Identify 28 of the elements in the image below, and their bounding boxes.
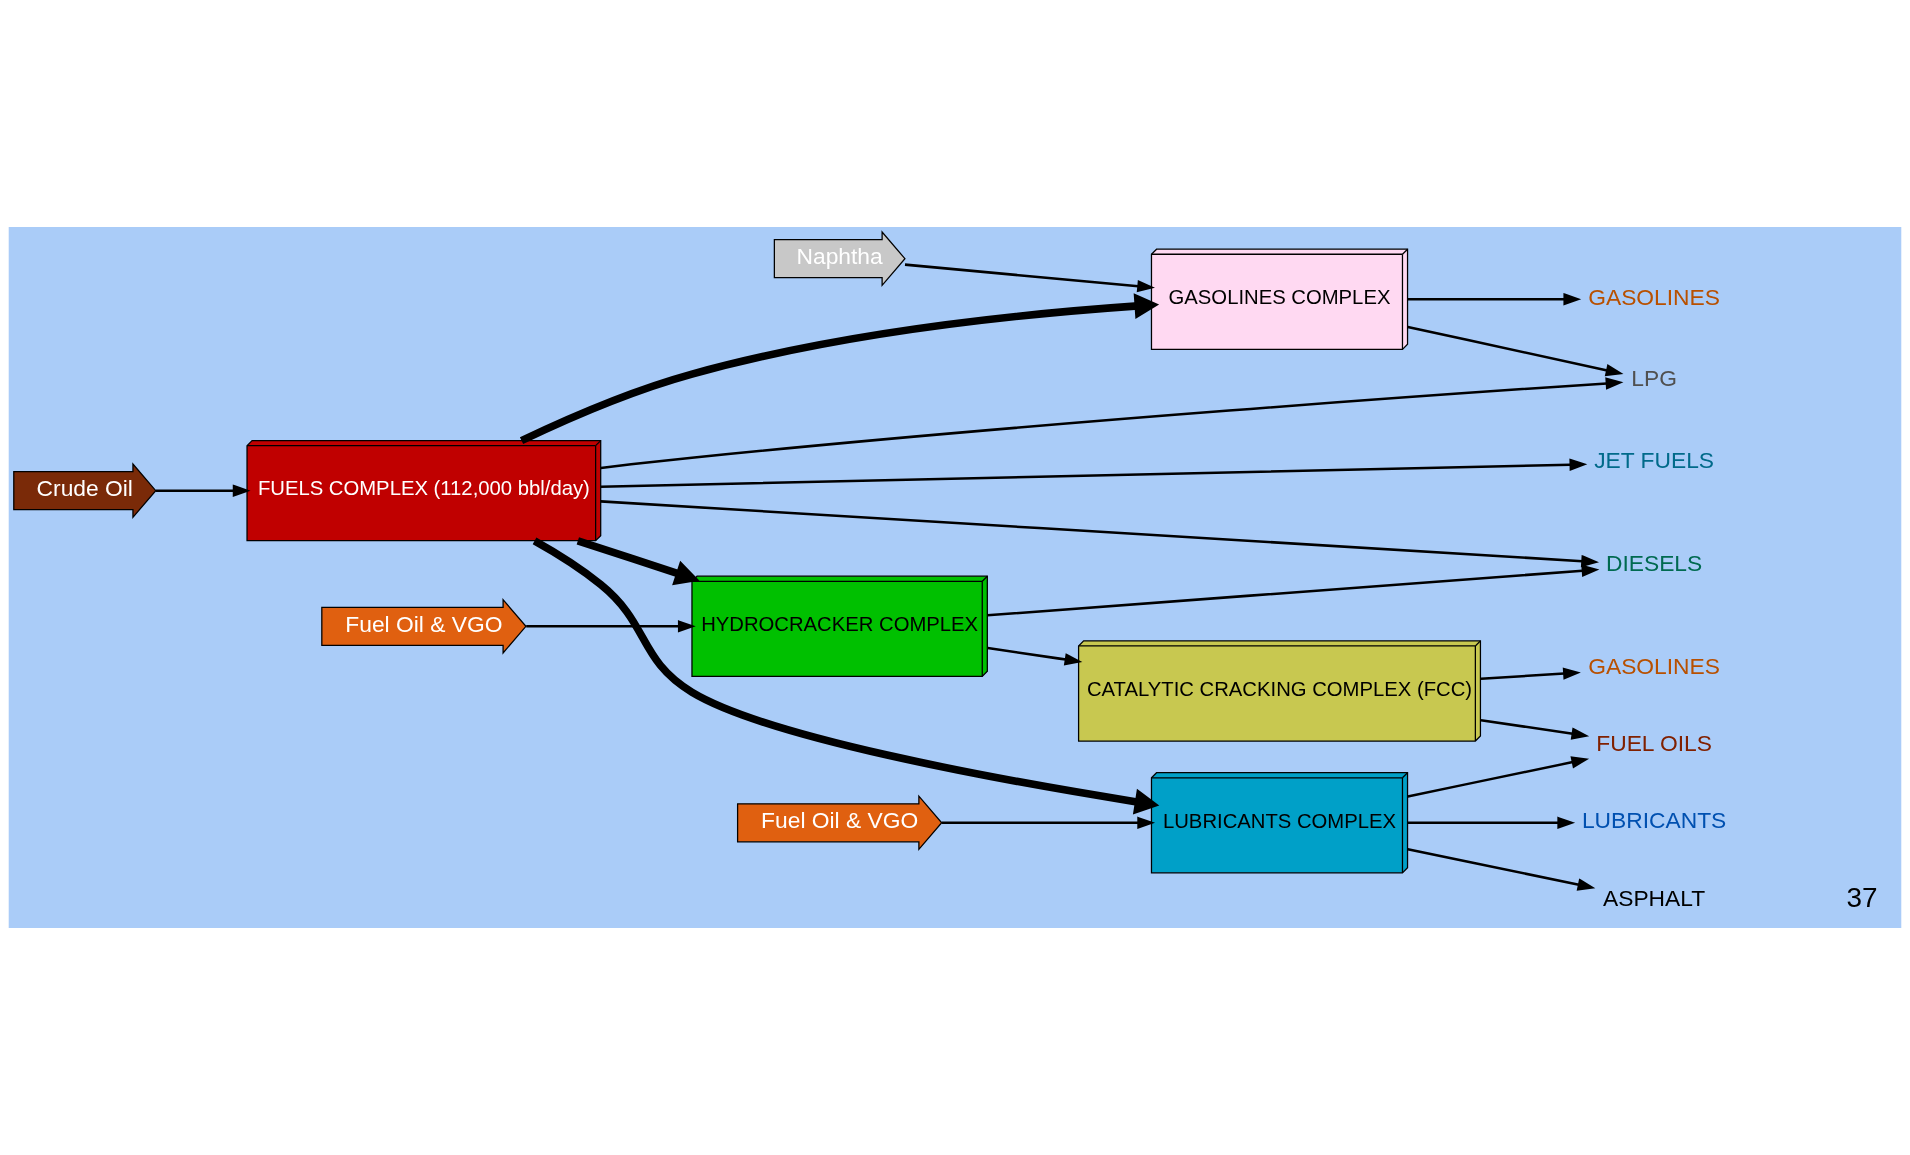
arrow [526, 620, 696, 633]
arrow [987, 564, 1600, 617]
arrow [1407, 293, 1582, 306]
arrow [1480, 667, 1581, 680]
node-text: DIESELS [1605, 550, 1703, 577]
arrow [600, 377, 1624, 470]
node-text: GASOLINES [1588, 652, 1720, 679]
arrow [519, 293, 1160, 444]
arrow [1407, 325, 1624, 377]
node-text: FUEL OILS [1596, 730, 1712, 757]
arrow [600, 500, 1600, 568]
arrow [987, 646, 1083, 666]
arrow [941, 816, 1156, 829]
label: 37 [1846, 882, 1878, 914]
arrow [1407, 847, 1596, 891]
arrow [904, 263, 1155, 293]
arrow [532, 537, 1160, 815]
node-text: ASPHALT [1603, 884, 1706, 911]
arrow [600, 458, 1588, 488]
node-text: LPG [1631, 364, 1677, 391]
arrow [576, 537, 700, 586]
arrow [1480, 719, 1590, 740]
node-text: JET FUELS [1594, 447, 1715, 474]
arrow [155, 484, 251, 497]
arrow [1407, 816, 1576, 829]
node-text: LUBRICANTS [1581, 807, 1727, 834]
arrow [1407, 756, 1590, 798]
node-text: GASOLINES [1588, 283, 1720, 310]
